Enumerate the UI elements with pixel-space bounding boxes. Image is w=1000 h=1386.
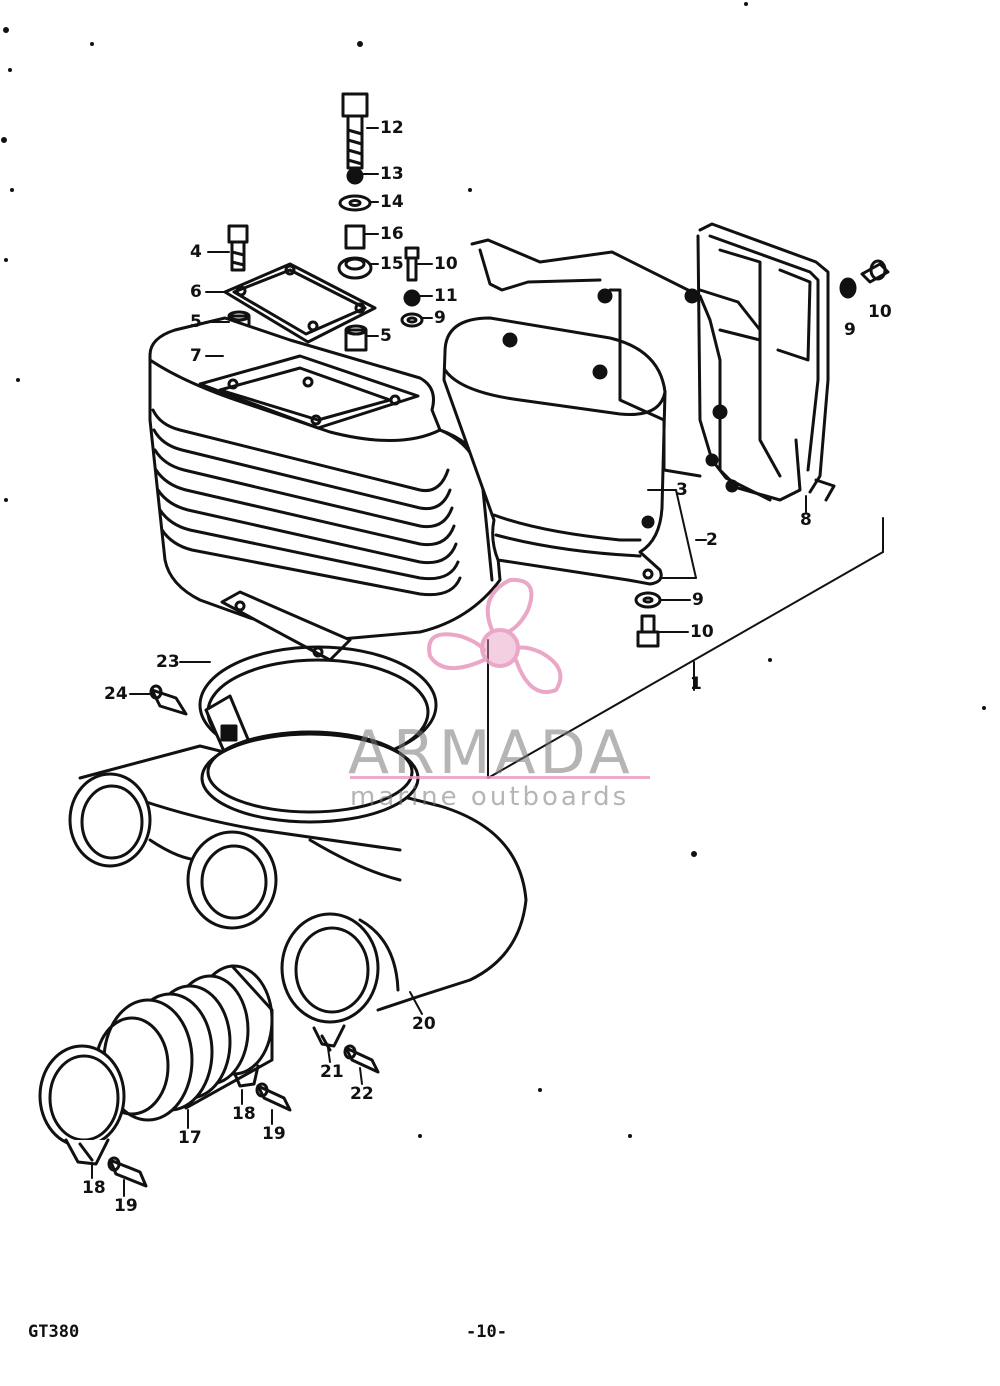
callout-7: 7 [190,346,202,366]
callout-3: 3 [676,480,688,500]
callout-23: 23 [156,652,180,672]
air-cleaner-case [148,316,502,662]
callout-15: 15 [380,254,404,274]
callout-2: 2 [706,530,718,550]
callout-17: 17 [178,1128,202,1148]
watermark-propeller-icon [427,577,563,694]
screw-24 [149,684,188,716]
watermark-divider [350,776,650,779]
washer-bolt-lower [634,591,662,648]
callout-5-right: 5 [380,326,392,346]
callout-11: 11 [434,286,458,306]
callout-5-left: 5 [190,312,202,332]
callout-21: 21 [320,1062,344,1082]
callout-19-middle: 19 [262,1124,286,1144]
clamp-18-middle [232,1064,292,1112]
callout-22: 22 [350,1084,374,1104]
callout-9-right: 9 [844,320,856,340]
page-number: -10- [466,1322,507,1342]
bracket-frame-8 [470,222,836,502]
bolt-10-stack [400,246,424,328]
watermark-subtitle: marine outboards [350,782,630,812]
washer-bolt-right [839,259,890,299]
assembly-group-line [487,517,884,779]
callout-24: 24 [104,684,128,704]
callout-16: 16 [380,224,404,244]
callout-10-upper: 10 [434,254,458,274]
cap-plate-6 [223,262,377,344]
callout-12: 12 [380,118,404,138]
callout-10-lower: 10 [690,622,714,642]
callout-4: 4 [190,242,202,262]
bolt-12-stack [337,92,373,280]
callout-14: 14 [380,192,404,212]
model-code: GT380 [28,1322,80,1342]
callout-13: 13 [380,164,404,184]
intake-duct-20 [68,730,528,1024]
bolt-4 [227,224,249,272]
callout-8: 8 [800,510,812,530]
callout-18-lower: 18 [82,1178,106,1198]
clamp-18-lower [38,1044,148,1188]
callout-10-right: 10 [868,302,892,322]
callout-19-lower: 19 [114,1196,138,1216]
scan-specks [1,2,986,1138]
element-case-2 [442,316,667,586]
leader-lines [91,127,807,1197]
callout-20: 20 [412,1014,436,1034]
callout-18-middle: 18 [232,1104,256,1124]
intake-pipe-17 [94,964,274,1122]
callout-6: 6 [190,282,202,302]
callout-9-lower: 9 [692,590,704,610]
callout-1: 1 [690,674,702,694]
callout-9-upper: 9 [434,308,446,328]
